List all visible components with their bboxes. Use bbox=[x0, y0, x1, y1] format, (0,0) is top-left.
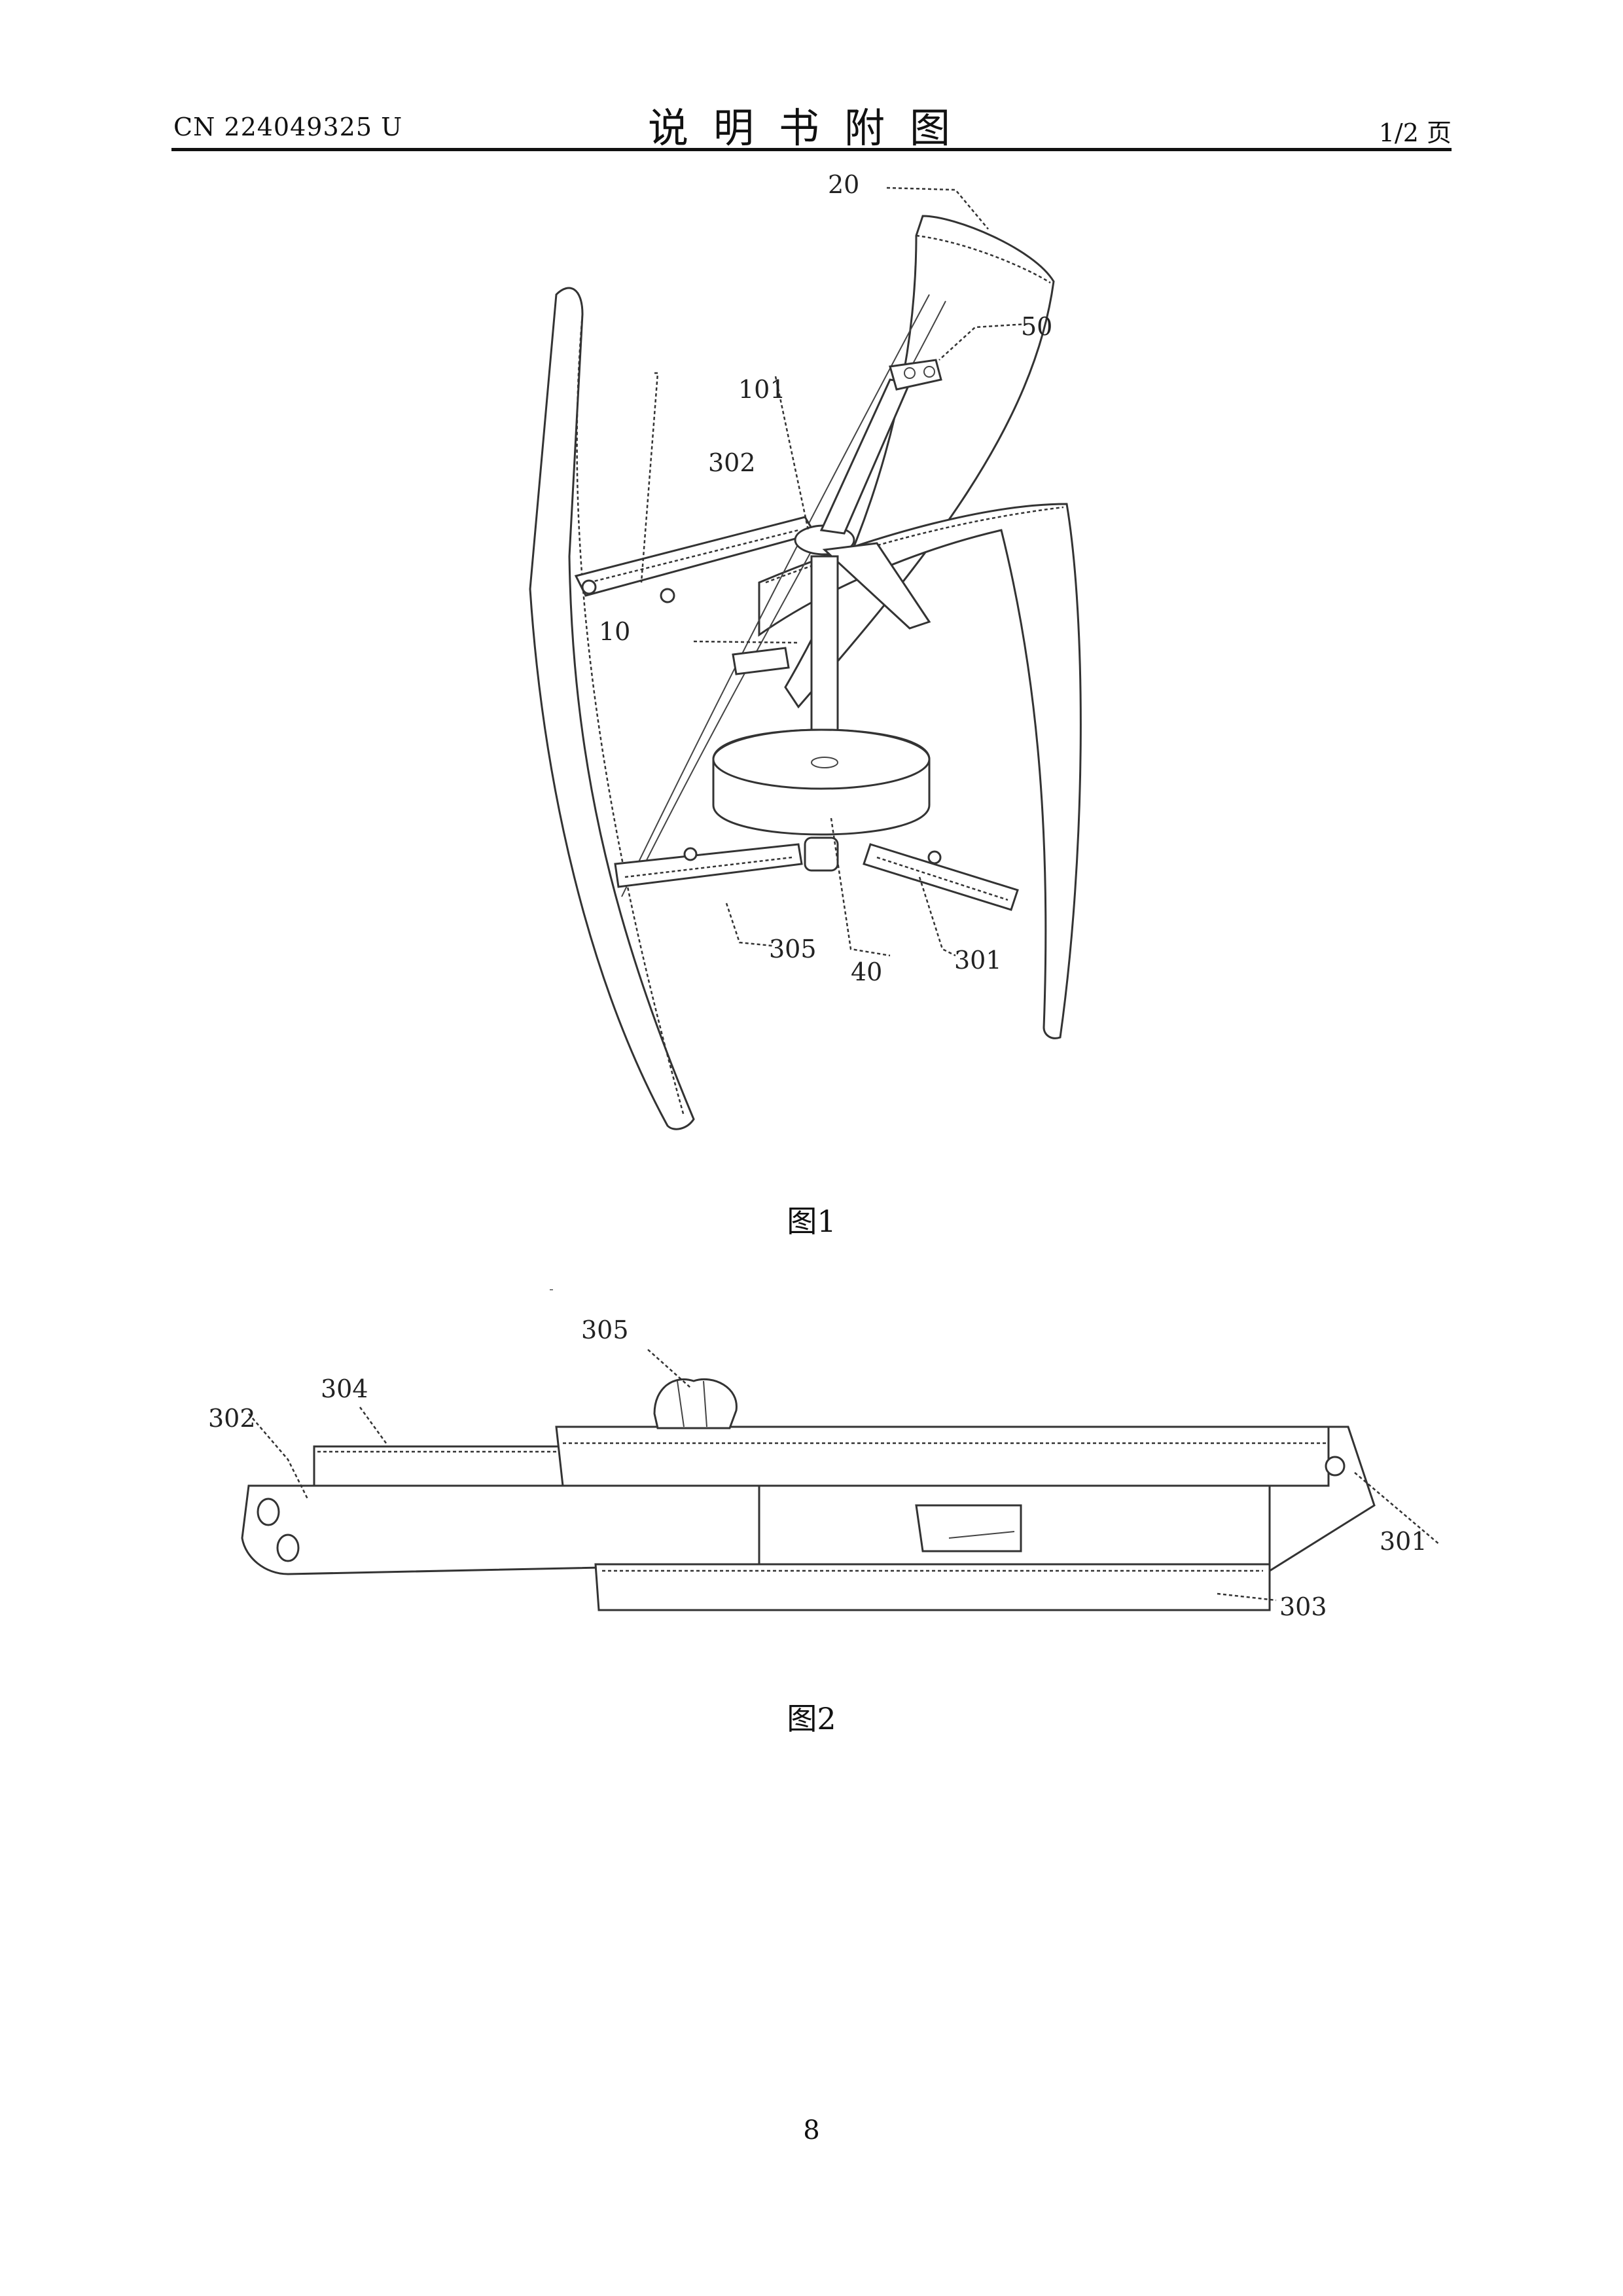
label-20: 20 bbox=[828, 170, 859, 199]
header-rule bbox=[171, 148, 1452, 151]
label-301: 301 bbox=[1380, 1527, 1427, 1556]
arm-305 bbox=[615, 844, 802, 887]
page-indicator: 1/2 页 bbox=[1379, 113, 1452, 149]
label-302: 302 bbox=[708, 448, 756, 477]
upper-tube bbox=[556, 1427, 1335, 1486]
label-50: 50 bbox=[1021, 312, 1052, 341]
label-10: 10 bbox=[599, 617, 630, 646]
figure-1-caption: 图1 bbox=[0, 1198, 1623, 1241]
label-101: 101 bbox=[738, 375, 786, 404]
label-301: 301 bbox=[954, 946, 1002, 975]
plate-302 bbox=[242, 1486, 759, 1574]
arm-301 bbox=[864, 844, 1018, 910]
shaft-10 bbox=[812, 556, 838, 759]
label-304: 304 bbox=[321, 1374, 368, 1403]
label-305: 305 bbox=[581, 1316, 629, 1344]
label-305: 305 bbox=[769, 935, 817, 963]
label-302: 302 bbox=[208, 1404, 256, 1433]
figure-1-drawing: 20 50 101 302 10 305 40 301 bbox=[458, 164, 1191, 1158]
figure-2-caption: 图2 bbox=[0, 1695, 1623, 1738]
figure-2-drawing: 305 304 302 301 303 bbox=[196, 1289, 1440, 1656]
knob-305 bbox=[654, 1379, 736, 1428]
left-blade bbox=[530, 288, 694, 1129]
page-number: 8 bbox=[0, 2115, 1623, 2145]
label-40: 40 bbox=[851, 958, 882, 986]
label-303: 303 bbox=[1279, 1592, 1327, 1621]
